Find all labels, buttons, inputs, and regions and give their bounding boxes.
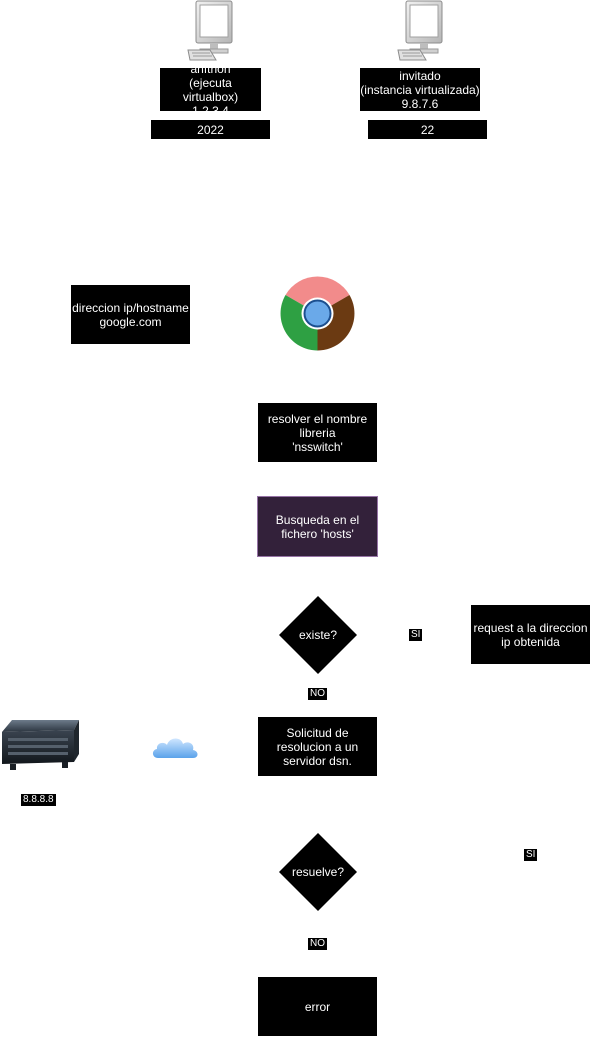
dns-request-box: Solicitud de resolucion a un servidor ds…: [258, 717, 377, 776]
chrome-browser-icon: [280, 276, 355, 351]
guest-port-label: 22: [368, 120, 487, 139]
exists-decision-label: existe?: [298, 628, 338, 642]
guest-label: invitado (instancia virtualizada) 9.8.7.…: [360, 68, 480, 111]
resolves-no-label: NO: [308, 938, 327, 950]
host-label: anftrion (ejecuta virtualbox) 1.2.3.4: [160, 62, 261, 118]
resolve-name-box: resolver el nombre libreria 'nsswitch': [258, 403, 377, 462]
host-port-label: 2022: [151, 120, 270, 139]
error-box: error: [258, 977, 377, 1036]
resolves-yes-label: SI: [524, 849, 538, 861]
exists-no-label: NO: [308, 688, 327, 700]
exists-yes-label: SI: [409, 629, 423, 641]
hosts-file-lookup-box: Busqueda en el fichero 'hosts': [257, 496, 378, 557]
resolves-decision: resuelve?: [278, 832, 358, 912]
guest-computer-icon: [396, 0, 446, 62]
host-computer-icon: [186, 0, 236, 62]
resolves-decision-label: resuelve?: [291, 865, 345, 879]
hostname-input-box: direccion ip/hostname google.com: [71, 285, 190, 344]
dns-server-label: 8.8.8.8: [21, 794, 56, 806]
dns-server-icon: [0, 718, 80, 774]
request-ip-box: request a la direccion ip obtenida: [471, 605, 590, 664]
cloud-icon: [150, 730, 200, 762]
exists-decision: existe?: [278, 595, 358, 675]
